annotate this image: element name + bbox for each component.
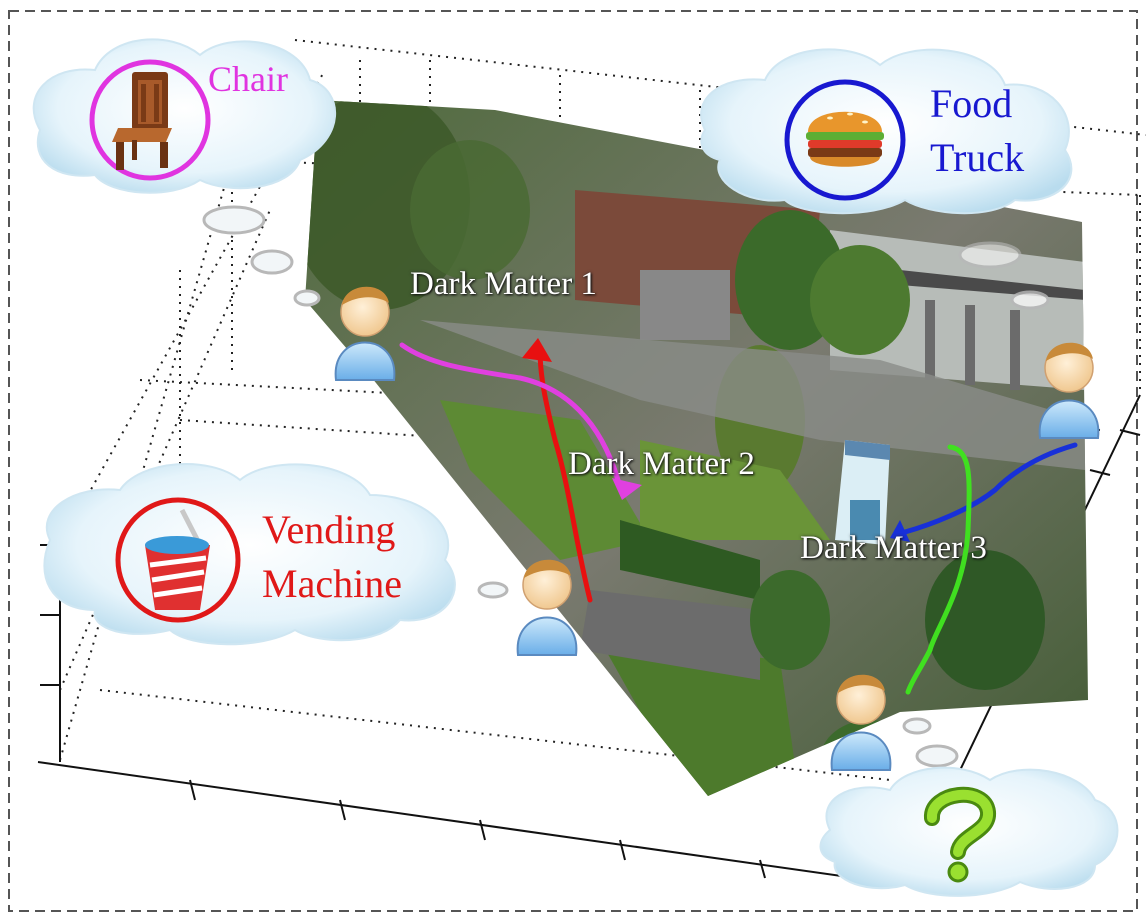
vending-label-line2: Machine <box>262 561 402 606</box>
food-truck-label-line2: Truck <box>930 135 1025 180</box>
blue-arrowhead <box>890 520 910 542</box>
dark-matter-1-label: Dark Matter 1 <box>410 266 597 302</box>
green-trajectory <box>905 444 972 695</box>
question-mark-icon <box>924 786 996 883</box>
dark-matter-3-label: Dark Matter 3 <box>800 530 987 566</box>
chair-cloud <box>32 38 336 194</box>
agent-bottom-right <box>830 674 892 771</box>
agent-top-right <box>1038 342 1100 439</box>
chair-icon <box>112 72 172 170</box>
food-truck-cloud <box>700 48 1073 215</box>
vending-label-line1: Vending <box>262 507 396 552</box>
magenta-arrowhead <box>612 478 642 500</box>
agent-bottom-middle <box>516 559 578 656</box>
dark-matter-2-label: Dark Matter 2 <box>568 446 755 482</box>
outer-frame <box>8 10 1138 912</box>
cup-icon <box>145 508 210 610</box>
blue-trajectory <box>902 442 1078 535</box>
food-truck-label-line1: Food <box>930 81 1013 126</box>
red-trajectory <box>537 347 593 603</box>
chair-label: Chair <box>208 59 288 99</box>
magenta-trajectory <box>399 342 621 483</box>
agent-top-left <box>334 286 396 381</box>
thought-bubbles <box>202 205 1050 768</box>
burger-icon <box>806 111 884 167</box>
red-arrowhead <box>522 338 552 362</box>
vending-cloud <box>43 463 456 646</box>
unknown-cloud <box>819 766 1119 897</box>
